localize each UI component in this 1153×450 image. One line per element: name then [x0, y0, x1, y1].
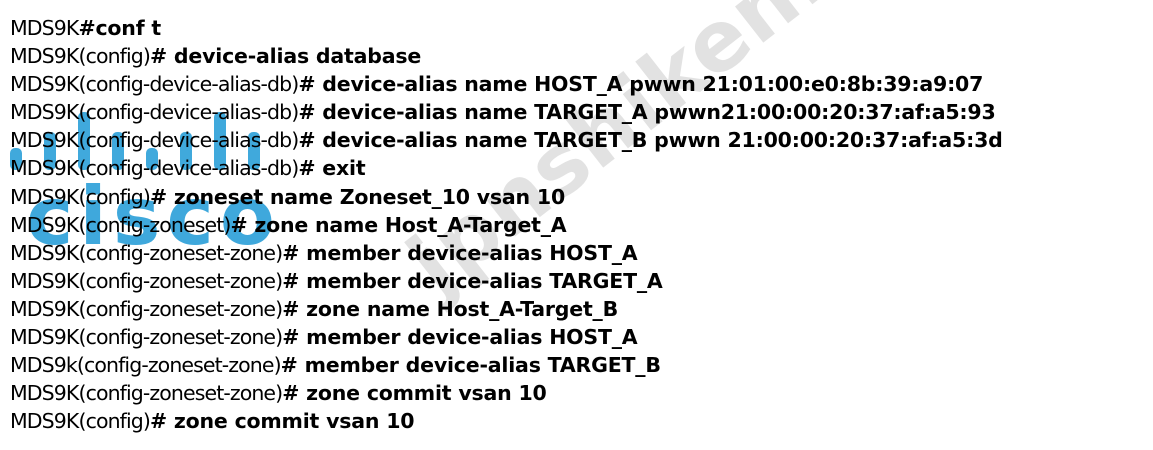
cli-line: MDS9K(config-zoneset-zone)# member devic… — [10, 267, 1150, 295]
cli-command: # exit — [298, 156, 366, 181]
cli-command: # member device-alias HOST_A — [282, 325, 638, 350]
cli-command: # device-alias database — [150, 44, 422, 69]
cli-command: # zone name Host_A-Target_B — [282, 296, 619, 321]
cli-prompt: MDS9K(config-zoneset-zone) — [10, 296, 283, 321]
cli-line: MDS9K(config-zoneset)# zone name Host_A-… — [10, 211, 1150, 239]
cli-line: MDS9K(config-zoneset-zone)# zone name Ho… — [10, 295, 1150, 323]
cli-line: MDS9K#conf t — [10, 14, 1150, 42]
cli-prompt: MDS9K(config-zoneset) — [10, 212, 231, 237]
cli-line: MDS9K(config-device-alias-db)# exit — [10, 154, 1150, 182]
cli-line: MDS9k(config-zoneset-zone)# member devic… — [10, 351, 1150, 379]
cli-prompt: MDS9K(config-zoneset-zone) — [10, 268, 283, 293]
cli-prompt: MDS9K(config-zoneset-zone) — [10, 325, 283, 350]
cli-transcript: MDS9K#conf t MDS9K(config)# device-alias… — [10, 14, 1150, 435]
cli-command: # zone commit vsan 10 — [282, 381, 547, 406]
cli-prompt: MDS9K(config-device-alias-db) — [10, 156, 299, 181]
cli-command: # member device-alias TARGET_B — [280, 353, 661, 378]
cli-command: # device-alias name TARGET_B pwwn 21:00:… — [298, 128, 1003, 153]
cli-line: MDS9K(config-zoneset-zone)# member devic… — [10, 323, 1150, 351]
cli-line: MDS9K(config-zoneset-zone)# zone commit … — [10, 379, 1150, 407]
cli-prompt: MDS9K(config-zoneset-zone) — [10, 381, 283, 406]
cli-command: # member device-alias HOST_A — [282, 240, 638, 265]
cli-prompt: MDS9K(config) — [10, 44, 151, 69]
cli-line: MDS9K(config)# device-alias database — [10, 42, 1150, 70]
cli-prompt: MDS9k(config-zoneset-zone) — [10, 353, 282, 378]
cli-prompt: MDS9K(config-device-alias-db) — [10, 128, 299, 153]
cli-prompt: MDS9K(config-device-alias-db) — [10, 100, 299, 125]
cli-command: # zone commit vsan 10 — [150, 409, 415, 434]
cli-command: # device-alias name HOST_A pwwn 21:01:00… — [298, 72, 984, 97]
cli-command: # member device-alias TARGET_A — [282, 268, 663, 293]
cli-line: MDS9K(config-device-alias-db)# device-al… — [10, 98, 1150, 126]
cli-prompt: MDS9K(config-zoneset-zone) — [10, 240, 283, 265]
cli-line: MDS9K(config-device-alias-db)# device-al… — [10, 70, 1150, 98]
cli-line: MDS9K(config-device-alias-db)# device-al… — [10, 126, 1150, 154]
cli-line: MDS9K(config)# zoneset name Zoneset_10 v… — [10, 183, 1150, 211]
cli-prompt: MDS9K(config) — [10, 184, 151, 209]
cli-line: MDS9K(config)# zone commit vsan 10 — [10, 407, 1150, 435]
cli-prompt: MDS9K(config-device-alias-db) — [10, 72, 299, 97]
cli-prompt: MDS9K(config) — [10, 409, 151, 434]
cli-command: #conf t — [78, 16, 161, 40]
cli-command: # zoneset name Zoneset_10 vsan 10 — [150, 184, 566, 209]
cli-command: # device-alias name TARGET_A pwwn21:00:0… — [298, 100, 996, 125]
cli-line: MDS9K(config-zoneset-zone)# member devic… — [10, 239, 1150, 267]
cli-command: # zone name Host_A-Target_A — [230, 212, 567, 237]
cli-prompt: MDS9K — [10, 16, 79, 40]
